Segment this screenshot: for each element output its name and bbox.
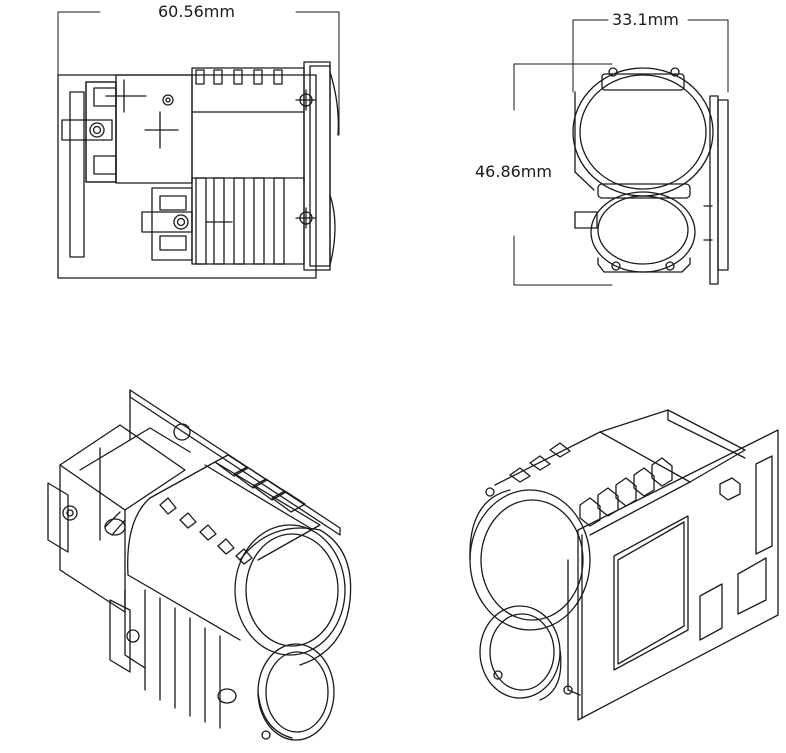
side-view-drawing: [57, 11, 340, 279]
screw-head-1: [89, 122, 105, 138]
front-connector: [574, 211, 598, 229]
front-view-drawing: [513, 19, 729, 286]
front-flange: [303, 61, 331, 271]
side-board: [69, 91, 85, 258]
isometric-view-left: [47, 389, 352, 741]
lower-heatsink: [191, 177, 305, 265]
left-connector: [61, 119, 113, 141]
isometric-view-right: [469, 409, 779, 721]
length-dimension-lines: [57, 11, 340, 279]
length-dimension-label: 60.56mm: [156, 2, 237, 21]
width-dimension-label: 33.1mm: [610, 10, 681, 29]
lower-connector: [141, 211, 193, 233]
iso-left-upper-lens: [234, 524, 346, 656]
screw-head-2: [173, 214, 189, 230]
width-height-dimension-lines: [513, 19, 729, 286]
iso-right-upper-lens: [469, 489, 591, 631]
upper-housing: [115, 74, 193, 184]
pcb-board: [577, 429, 779, 721]
front-side-board: [709, 95, 719, 285]
lower-lens-ring: [590, 191, 696, 273]
iso-left-lower-lens: [257, 643, 335, 741]
height-dimension-label: 46.86mm: [473, 162, 554, 181]
upper-lens-ring: [572, 67, 714, 197]
main-chip: [613, 515, 689, 671]
iso-right-lower-lens: [479, 605, 561, 699]
